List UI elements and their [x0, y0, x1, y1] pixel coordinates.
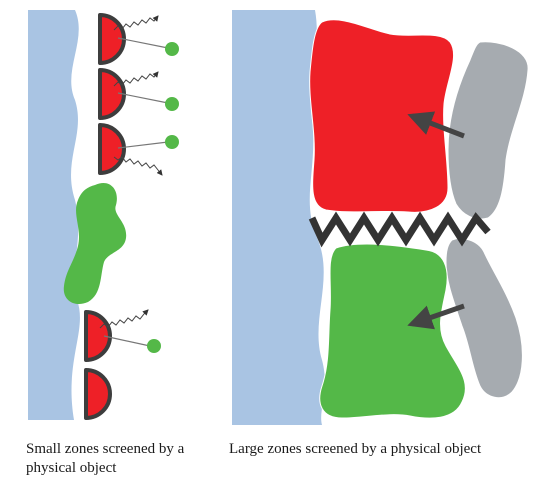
green-zone [320, 244, 466, 418]
caption-left: Small zones screened by a physical objec… [26, 440, 206, 478]
red-zone [310, 20, 454, 213]
semicircle-receptor [100, 15, 179, 63]
semicircle-receptor [86, 370, 110, 418]
grey-obstacle [448, 42, 528, 219]
semicircle-receptor [86, 310, 161, 360]
green-ligand [165, 135, 179, 149]
left-surface [28, 10, 80, 420]
right-panel [232, 10, 528, 425]
green-ligand [165, 97, 179, 111]
semicircle-receptor [100, 70, 179, 118]
semicircle-receptor [100, 125, 179, 175]
left-panel [28, 10, 179, 420]
caption-right: Large zones screened by a physical objec… [229, 440, 519, 459]
green-ligand [147, 339, 161, 353]
diagram-canvas [0, 0, 535, 430]
wavy-signal [114, 16, 158, 30]
zigzag-spring [312, 218, 488, 240]
green-ligand [165, 42, 179, 56]
